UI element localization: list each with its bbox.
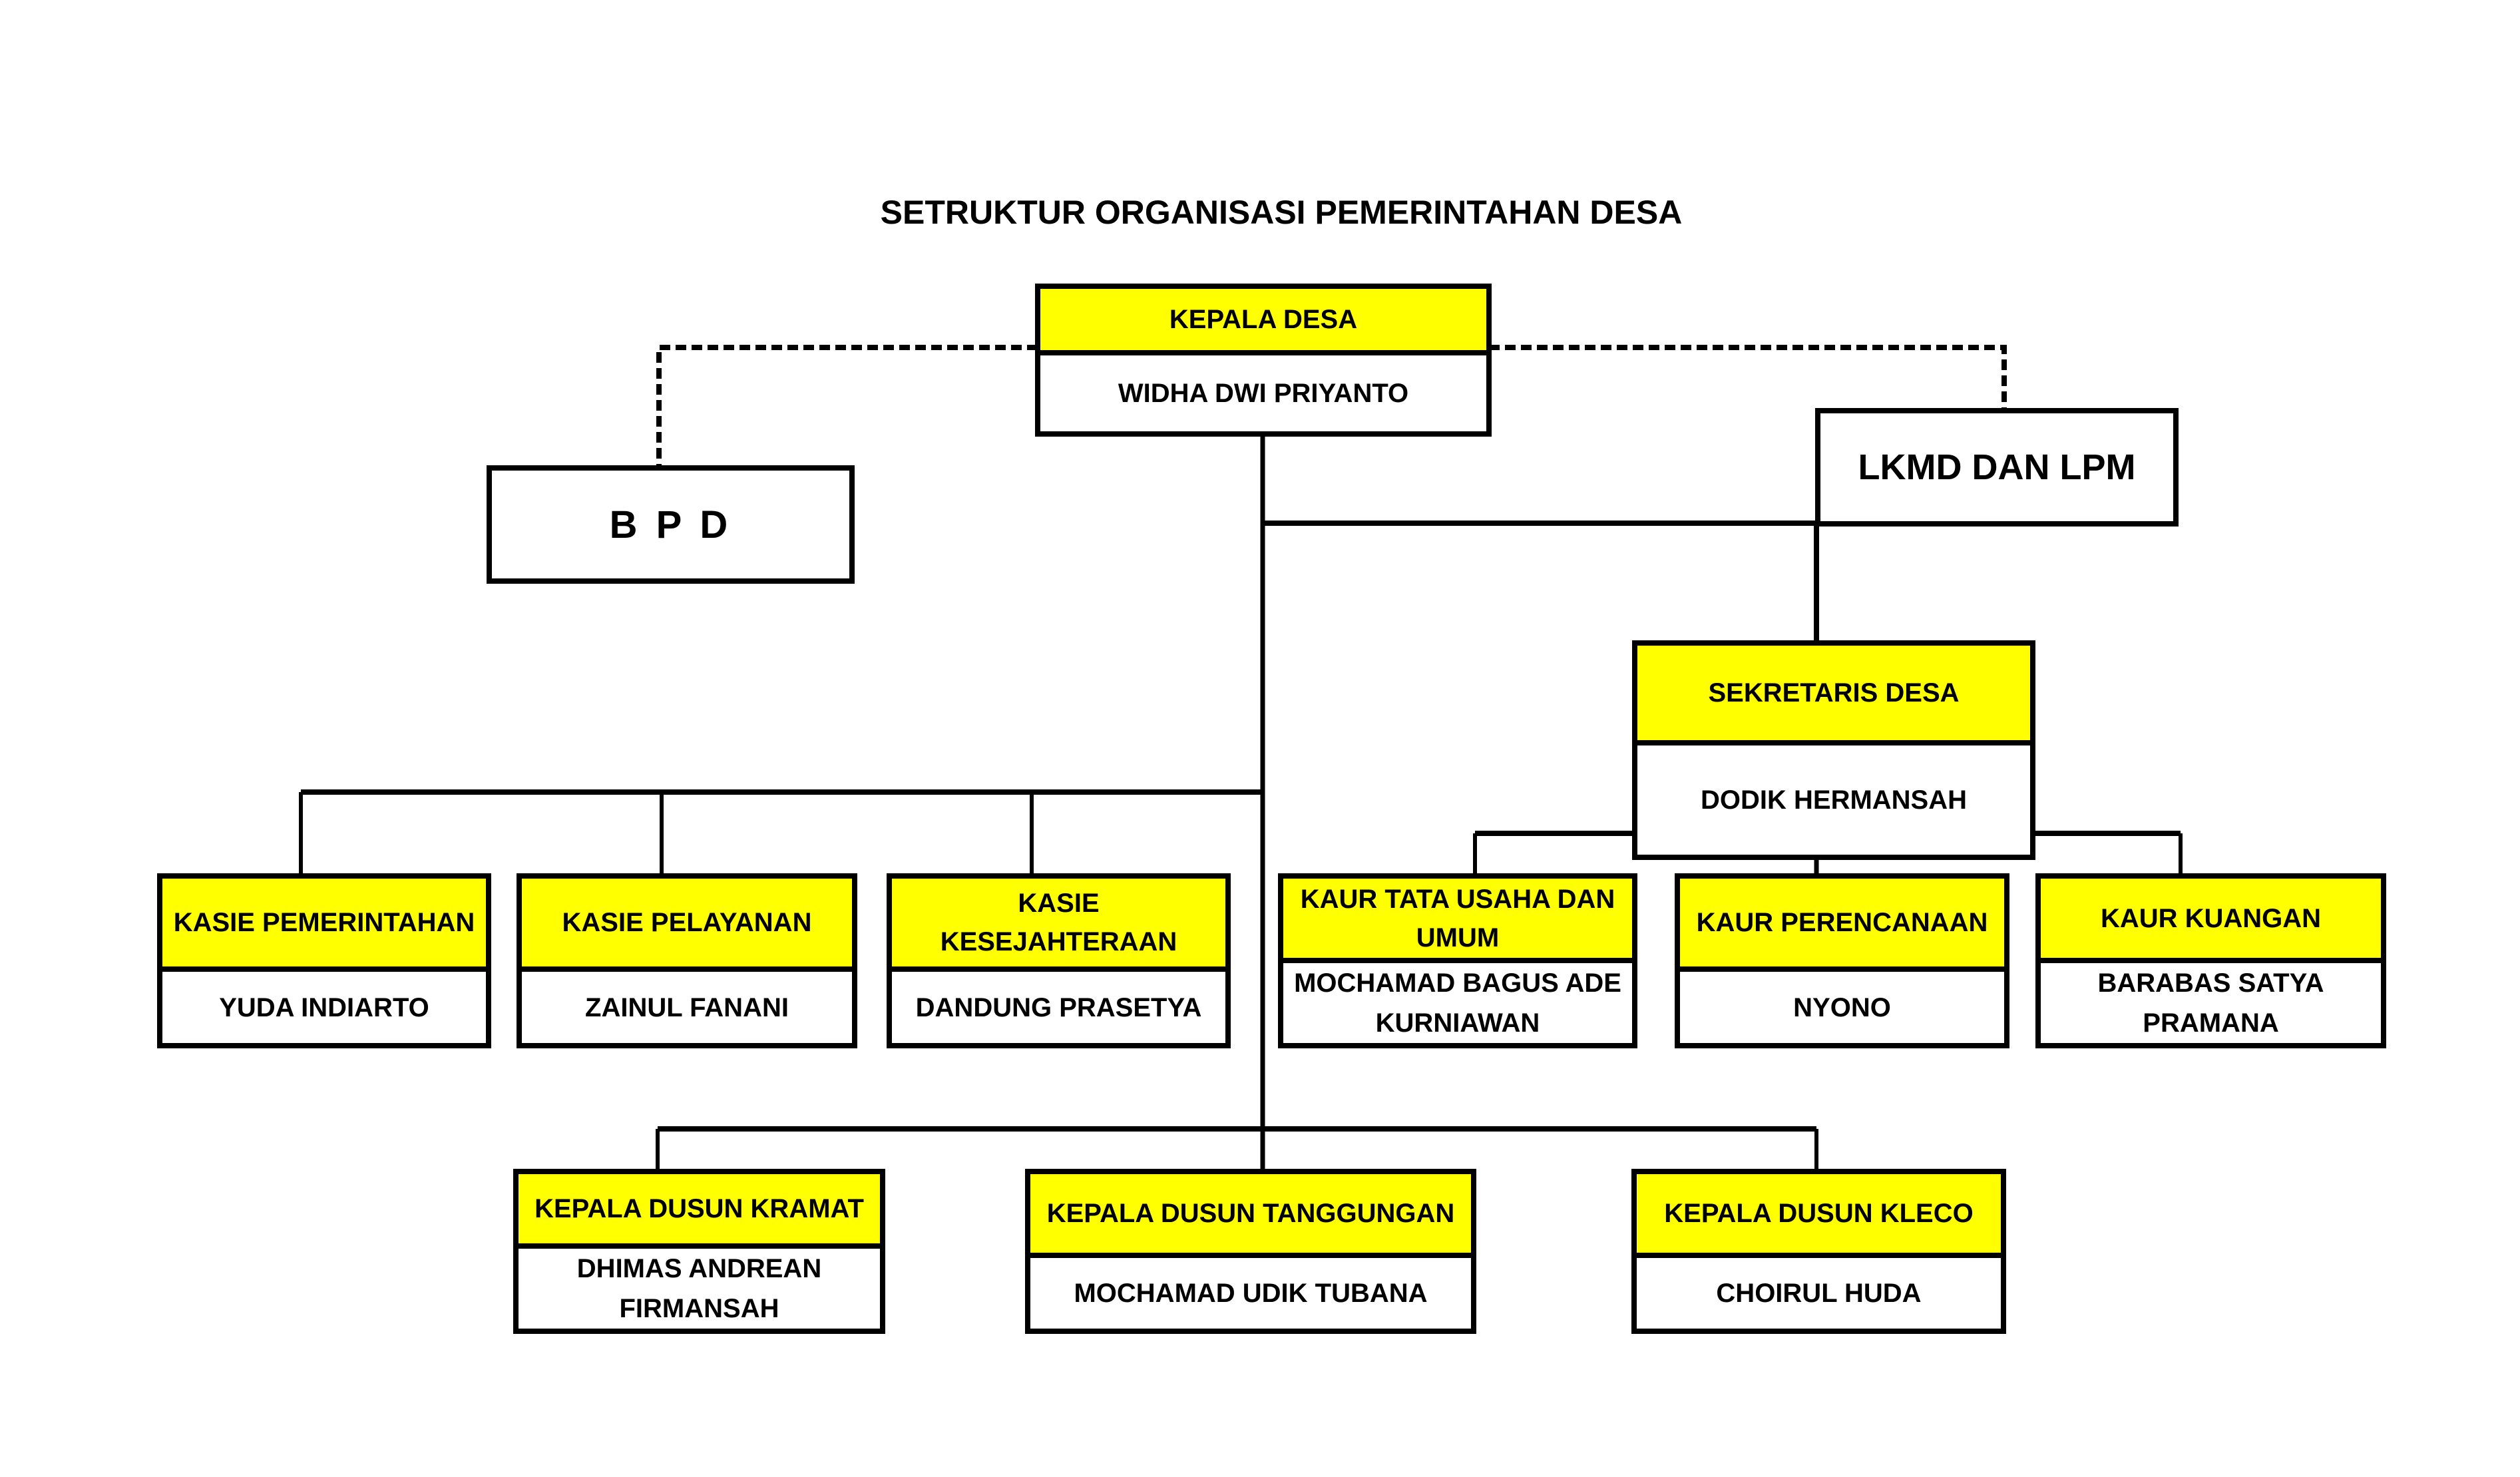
connector-secretary [1263, 521, 1819, 642]
person-name: MOCHAMAD UDIK TUBANA [1074, 1279, 1428, 1308]
person-name: MOCHAMAD BAGUS ADE KURNIAWAN [1294, 968, 1621, 1038]
person-name: DHIMAS ANDREAN FIRMANSAH [576, 1254, 822, 1323]
node-bpd: B P D [487, 465, 855, 584]
person-name: NYONO [1793, 992, 1891, 1022]
node-kaur-tata-usaha: KAUR TATA USAHA DAN UMUM MOCHAMAD BAGUS … [1278, 873, 1637, 1048]
person-name: WIDHA DWI PRIYANTO [1118, 379, 1409, 408]
node-lkmd-lpm: LKMD DAN LPM [1815, 408, 2179, 527]
dashed-connector-lkmd [1489, 345, 2007, 409]
position-label: KAUR KUANGAN [2041, 879, 2381, 963]
node-kaur-kuangan: KAUR KUANGAN BARABAS SATYA PRAMANA [2035, 873, 2386, 1048]
person-name: BARABAS SATYA PRAMANA [2097, 968, 2324, 1038]
node-dusun-kramat: KEPALA DUSUN KRAMAT DHIMAS ANDREAN FIRMA… [513, 1169, 885, 1334]
node-kasie-pemerintahan: KASIE PEMERINTAHAN YUDA INDIARTO [157, 873, 491, 1048]
person-name: DODIK HERMANSAH [1701, 785, 1967, 815]
node-dusun-tanggungan: KEPALA DUSUN TANGGUNGAN MOCHAMAD UDIK TU… [1025, 1169, 1476, 1334]
position-label: SEKRETARIS DESA [1637, 646, 2030, 745]
node-dusun-kleco: KEPALA DUSUN KLECO CHOIRUL HUDA [1631, 1169, 2006, 1334]
position-label: KAUR PERENCANAAN [1680, 879, 2004, 972]
person-name: ZAINUL FANANI [585, 992, 789, 1022]
position-label: KEPALA DUSUN KLECO [1637, 1174, 2001, 1258]
position-label: KASIE PEMERINTAHAN [162, 879, 486, 972]
position-label: KASIE KESEJAHTERAAN [892, 879, 1225, 972]
person-name: YUDA INDIARTO [219, 992, 429, 1022]
dashed-connector-bpd [656, 345, 1038, 466]
node-kasie-kesejahteraan: KASIE KESEJAHTERAAN DANDUNG PRASETYA [887, 873, 1231, 1048]
position-label: KASIE PELAYANAN [522, 879, 852, 972]
position-label: KEPALA DESA [1040, 289, 1486, 355]
node-kaur-perencanaan: KAUR PERENCANAAN NYONO [1675, 873, 2009, 1048]
position-label: KEPALA DUSUN KRAMAT [519, 1174, 880, 1249]
person-name: DANDUNG PRASETYA [915, 992, 1202, 1022]
person-name: CHOIRUL HUDA [1716, 1279, 1922, 1308]
node-kepala-desa: KEPALA DESA WIDHA DWI PRIYANTO [1035, 284, 1492, 437]
chart-title: SETRUKTUR ORGANISASI PEMERINTAHAN DESA [880, 194, 1683, 231]
position-label: KEPALA DUSUN TANGGUNGAN [1030, 1174, 1471, 1258]
node-kasie-pelayanan: KASIE PELAYANAN ZAINUL FANANI [517, 873, 857, 1048]
position-label: KAUR TATA USAHA DAN UMUM [1283, 879, 1632, 963]
node-sekretaris-desa: SEKRETARIS DESA DODIK HERMANSAH [1632, 640, 2035, 860]
